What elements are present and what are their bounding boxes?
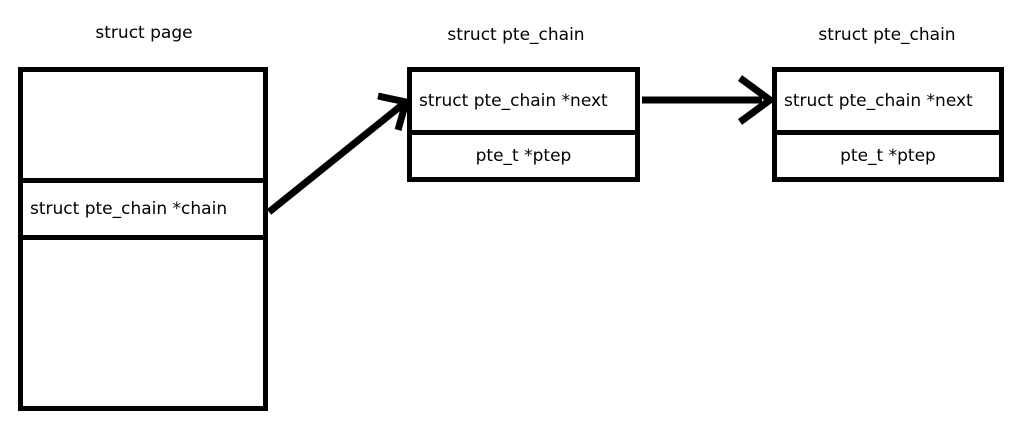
pte-chain-first-field-next: struct pte_chain *next [412, 72, 635, 130]
arrow-chain-to-first-node-icon [266, 92, 411, 215]
struct-pte-chain-second-title: struct pte_chain [818, 25, 956, 45]
struct-page-box: struct pte_chain *chain [18, 67, 268, 411]
struct-page-field-empty-top [23, 72, 263, 178]
arrow-first-node-to-second-node-icon [642, 75, 776, 125]
struct-pte-chain-first-box: struct pte_chain *next pte_t *ptep [407, 67, 640, 182]
struct-page-field-empty-bottom [23, 240, 263, 406]
pte-chain-second-field-ptep: pte_t *ptep [777, 130, 999, 177]
struct-page-field-chain: struct pte_chain *chain [23, 178, 263, 240]
pte-chain-second-field-next: struct pte_chain *next [777, 72, 999, 130]
struct-pte-chain-first-title: struct pte_chain [447, 25, 585, 45]
pte-chain-first-field-ptep: pte_t *ptep [412, 130, 635, 177]
struct-page-title: struct page [95, 23, 193, 43]
struct-pte-chain-second-box: struct pte_chain *next pte_t *ptep [772, 67, 1004, 182]
